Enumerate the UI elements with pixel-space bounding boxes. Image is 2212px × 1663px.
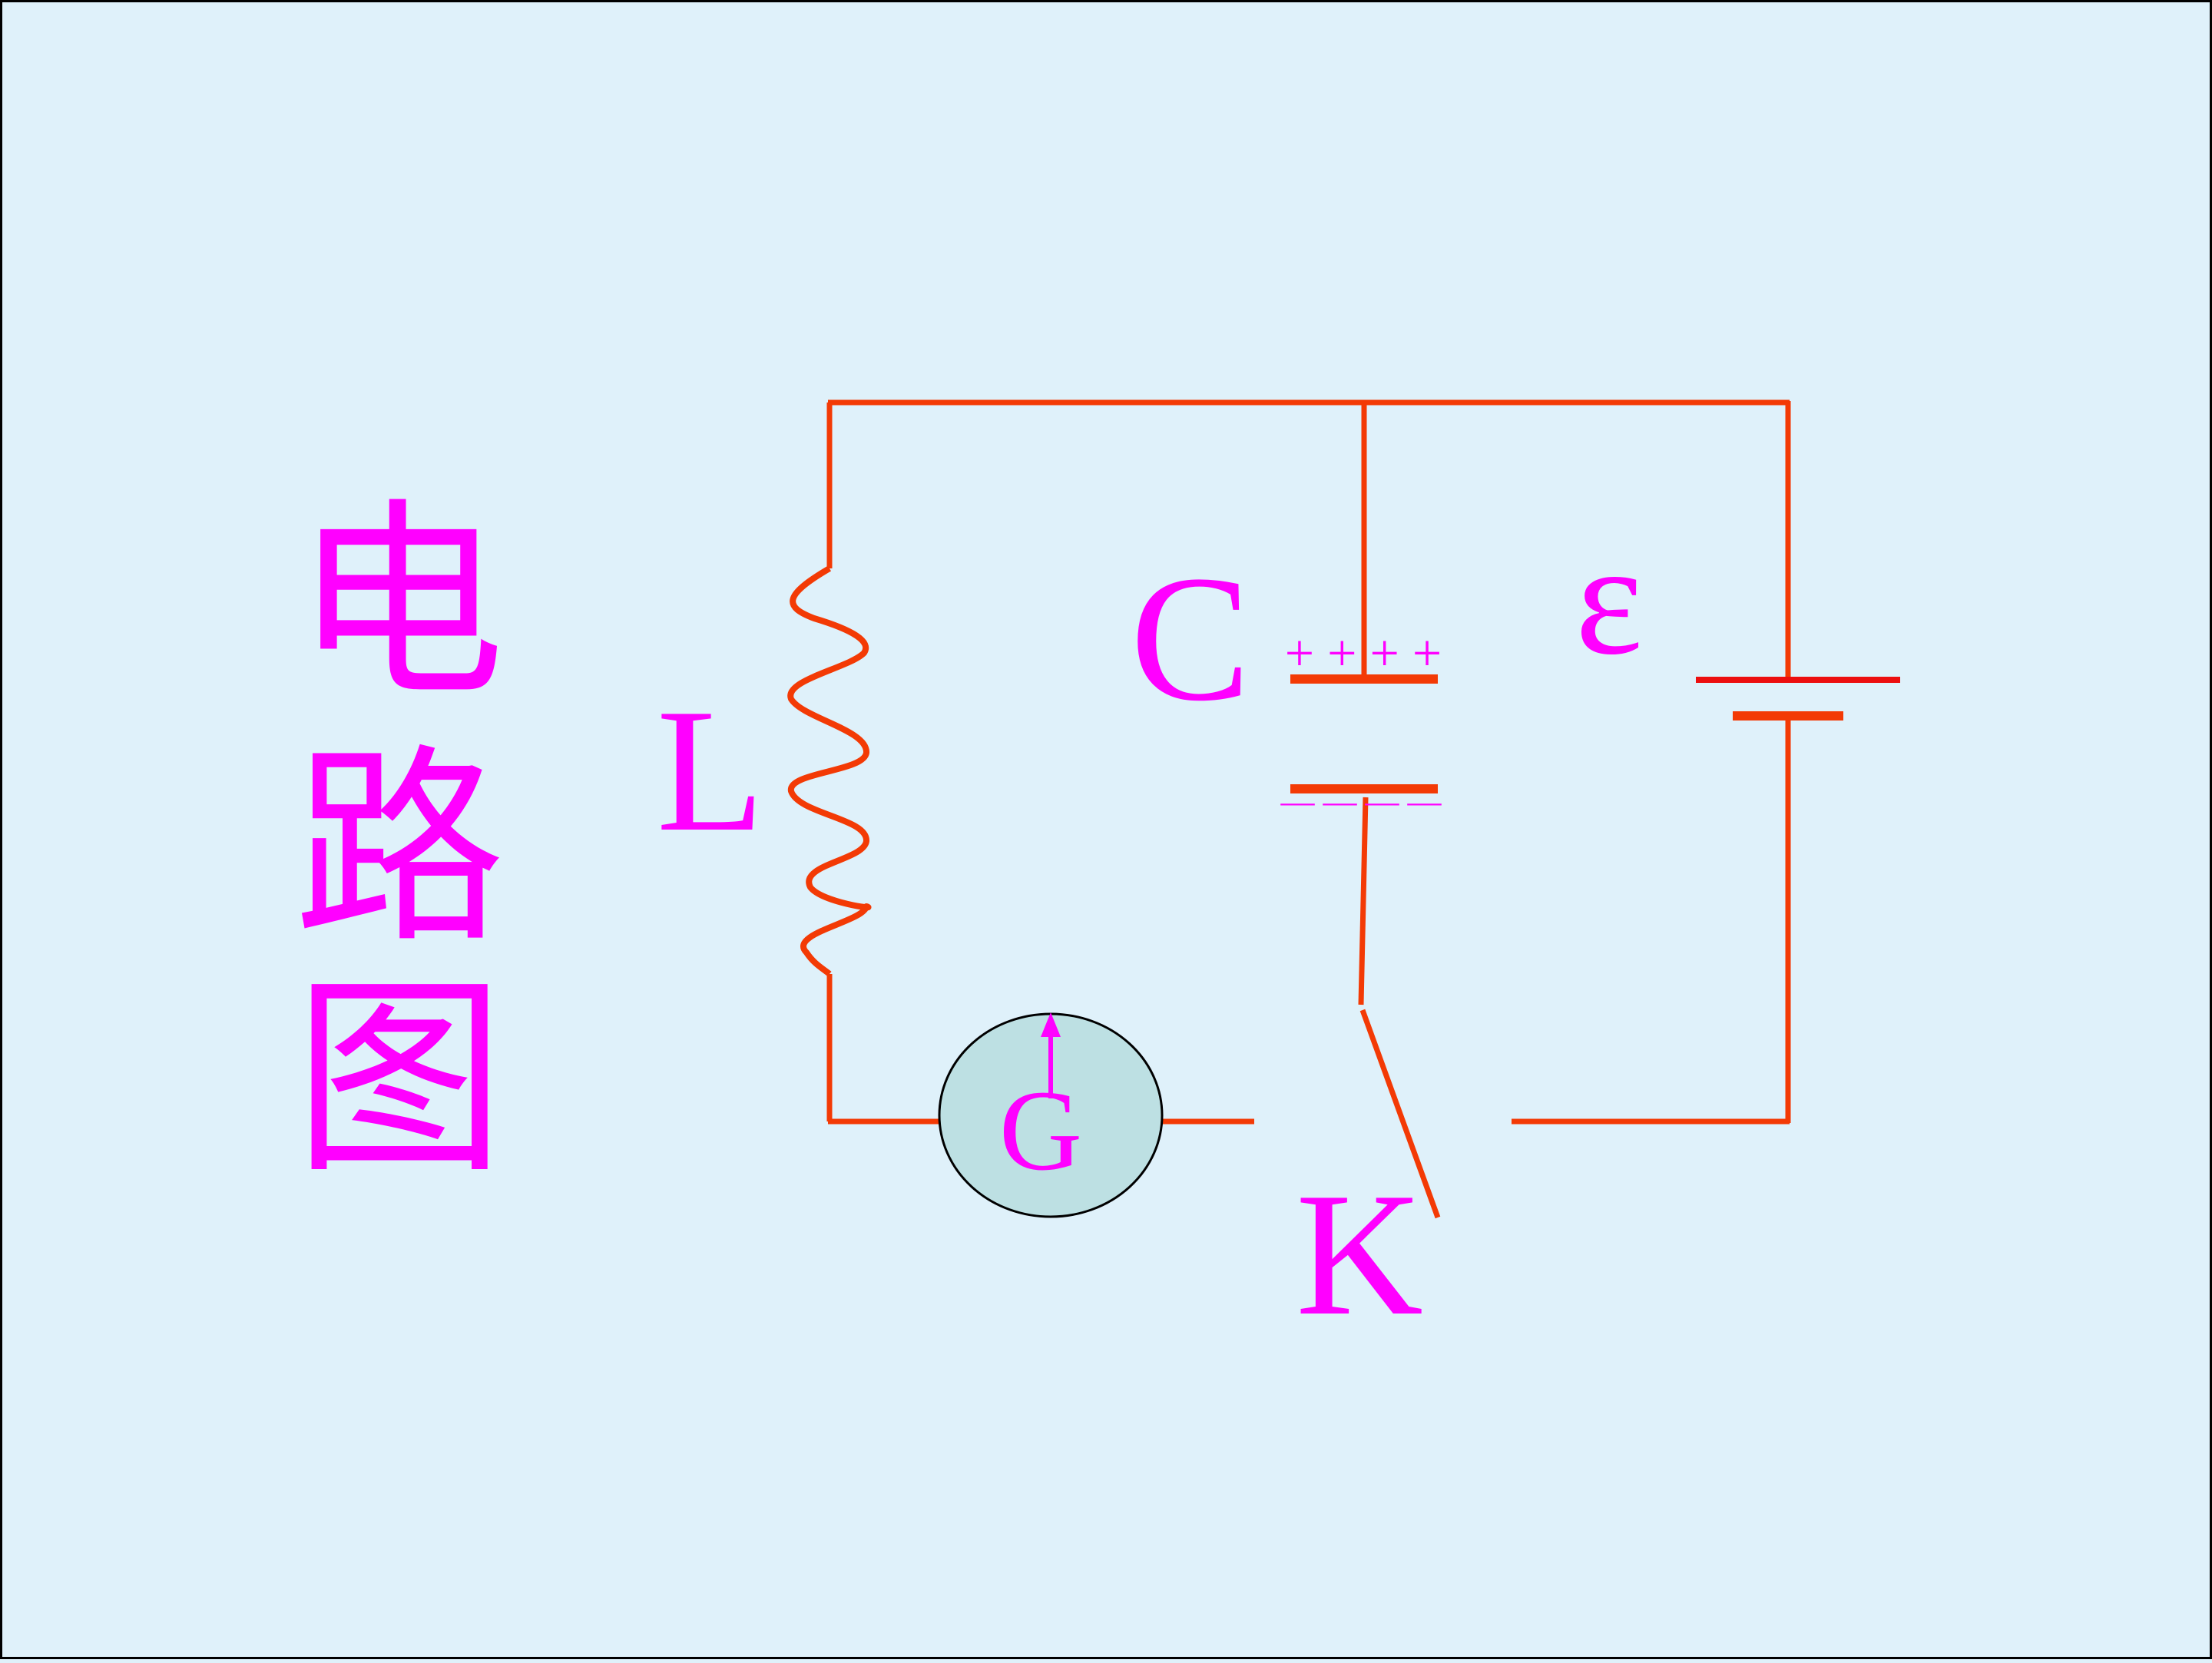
label-capacitor: C xyxy=(1131,538,1251,738)
label-switch: K xyxy=(1296,1156,1423,1352)
label-emf: ε xyxy=(1575,510,1643,688)
title-char-1: 电 xyxy=(294,489,505,722)
galvanometer-needle-arrow-icon xyxy=(1041,1012,1061,1037)
title-vertical: 电 路 图 xyxy=(294,489,505,1198)
capacitor-plus-signs: + + + + xyxy=(1285,624,1442,682)
wires xyxy=(826,399,1791,1219)
component-labels: L C ε G K + + + + — — — — xyxy=(657,510,1643,1352)
wire-capacitor-to-switch xyxy=(1358,797,1369,1005)
title-char-2: 路 xyxy=(294,734,505,968)
switch-blade xyxy=(1359,1009,1441,1219)
title-char-3: 图 xyxy=(294,965,505,1198)
label-inductor: L xyxy=(657,672,765,868)
label-galvanometer: G xyxy=(999,1067,1082,1194)
capacitor-minus-signs: — — — — xyxy=(1280,783,1442,820)
inductor-coil xyxy=(787,565,872,977)
